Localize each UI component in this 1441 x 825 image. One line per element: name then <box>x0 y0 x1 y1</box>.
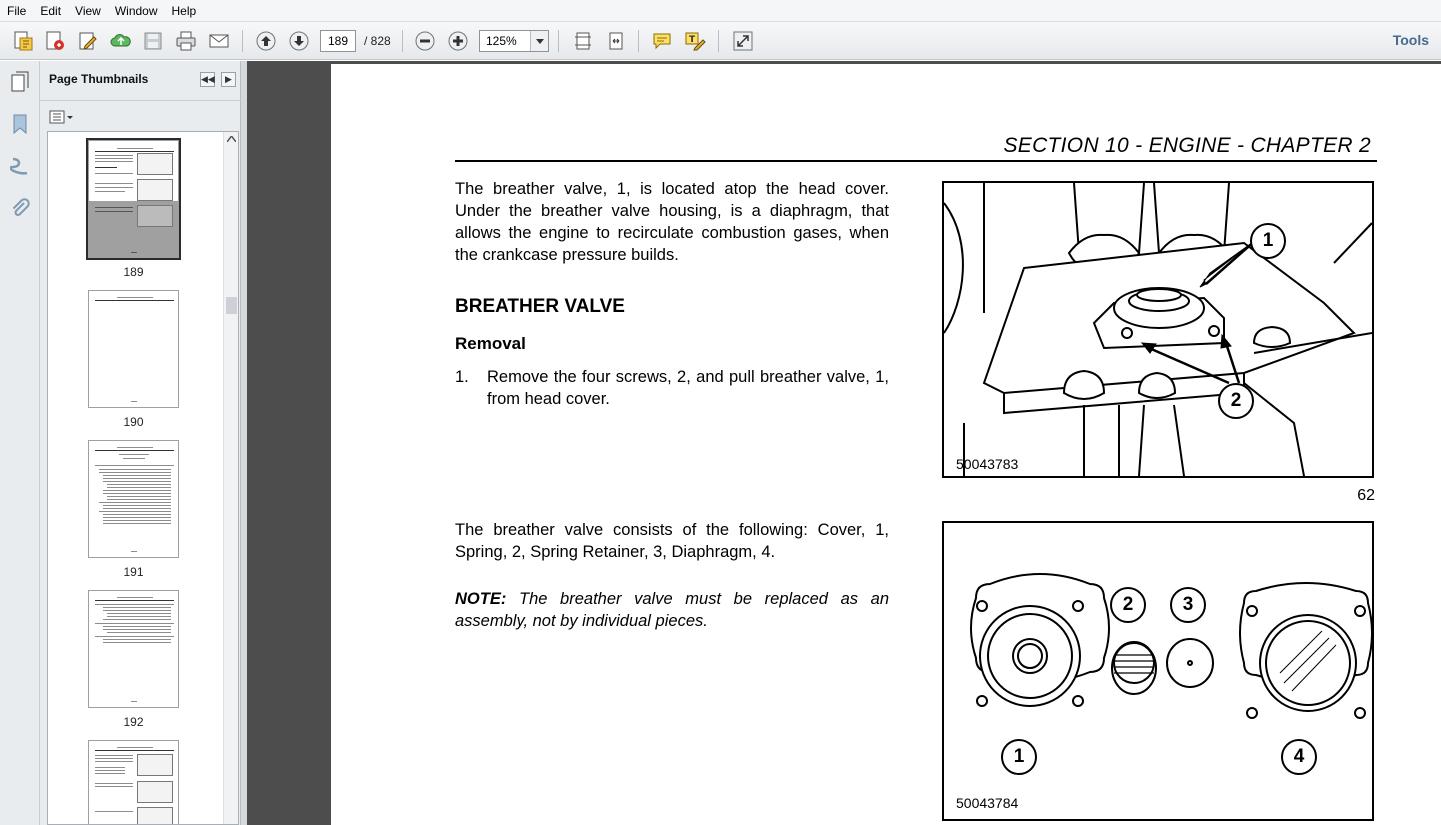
thumbnail-page-193[interactable] <box>88 740 179 824</box>
panel-header: Page Thumbnails ◀◀ ▶ <box>40 61 241 101</box>
fullscreen-icon[interactable] <box>730 28 756 54</box>
page-thumbnails-panel: Page Thumbnails ◀◀ ▶ 189 <box>40 61 241 825</box>
create-pdf-icon[interactable] <box>10 28 36 54</box>
page-down-icon[interactable] <box>286 28 312 54</box>
section-title: BREATHER VALVE <box>455 296 625 317</box>
note: NOTE: The breather valve must be replace… <box>455 588 889 632</box>
panel-title: Page Thumbnails <box>49 72 149 86</box>
paragraph-intro: The breather valve, 1, is located atop t… <box>455 180 889 264</box>
subsection-title: Removal <box>455 334 526 353</box>
create-pdf-red-icon[interactable] <box>42 28 68 54</box>
thumbnail-label: 192 <box>123 715 144 729</box>
highlight-icon[interactable]: T <box>682 28 708 54</box>
toolbar-separator <box>638 30 639 52</box>
menu-window[interactable]: Window <box>114 3 158 18</box>
callout-1: 1 <box>1001 739 1037 775</box>
thumbnail-label: 189 <box>123 265 144 279</box>
zoom-out-icon[interactable] <box>412 28 438 54</box>
figure-number: 62 <box>1357 487 1375 504</box>
pdf-page: SECTION 10 - ENGINE - CHAPTER 2 The brea… <box>331 64 1441 825</box>
step-number: 1. <box>455 368 469 386</box>
callout-4: 4 <box>1281 739 1317 775</box>
signatures-icon[interactable] <box>7 153 33 179</box>
tools-link[interactable]: Tools <box>1392 32 1429 48</box>
zoom-value: 125% <box>486 34 517 48</box>
thumbnail-label: 190 <box>123 415 144 429</box>
bookmark-icon[interactable] <box>7 111 33 137</box>
fit-width-icon[interactable] <box>603 28 629 54</box>
heading-rule <box>455 160 1377 162</box>
figure-breather-valve-installed: 1 2 50043783 <box>942 181 1374 478</box>
callout-3: 3 <box>1170 587 1206 623</box>
upload-cloud-icon[interactable] <box>108 28 134 54</box>
attachment-icon[interactable] <box>7 195 33 221</box>
document-viewport[interactable]: SECTION 10 - ENGINE - CHAPTER 2 The brea… <box>247 61 1441 825</box>
chevron-down-icon[interactable] <box>530 31 548 51</box>
scroll-up-icon[interactable] <box>227 136 236 142</box>
save-icon[interactable] <box>140 28 166 54</box>
page-number-input[interactable]: 189 <box>320 30 356 52</box>
comment-icon[interactable] <box>649 28 675 54</box>
toolbar-separator <box>242 30 243 52</box>
zoom-select[interactable]: 125% <box>479 30 549 52</box>
thumbnail-page-192[interactable] <box>88 590 179 708</box>
toolbar-separator <box>402 30 403 52</box>
components-illustration <box>970 572 1372 719</box>
step-text: Remove the four screws, 2, and pull brea… <box>487 368 889 408</box>
figure-code: 50043784 <box>956 795 1019 811</box>
panel-splitter[interactable] <box>241 61 247 825</box>
email-icon[interactable] <box>206 28 232 54</box>
toolbar-separator <box>718 30 719 52</box>
thumbnail-options-button[interactable] <box>49 109 75 125</box>
thumbnail-label: 191 <box>123 565 144 579</box>
print-icon[interactable] <box>173 28 199 54</box>
thumbnail-page-189[interactable] <box>86 138 181 260</box>
thumbnail-list[interactable]: 189 190 <box>47 131 239 825</box>
page-total: / 828 <box>364 34 391 48</box>
menu-edit[interactable]: Edit <box>40 3 62 18</box>
page-thumbnails-icon[interactable] <box>7 69 33 95</box>
collapse-panel-icon[interactable]: ◀◀ <box>200 72 215 87</box>
menu-file[interactable]: File <box>7 3 27 18</box>
engine-head-illustration <box>944 183 1372 476</box>
note-text: The breather valve must be replaced as a… <box>455 590 889 630</box>
panel-menu-icon[interactable]: ▶ <box>221 72 236 87</box>
callout-1: 1 <box>1250 223 1286 259</box>
figure-breather-valve-components: 2 3 1 4 50043784 <box>942 521 1374 821</box>
page-up-icon[interactable] <box>253 28 279 54</box>
figure-code: 50043783 <box>956 456 1019 472</box>
note-label: NOTE: <box>455 590 507 608</box>
fit-page-icon[interactable] <box>570 28 596 54</box>
page-heading: SECTION 10 - ENGINE - CHAPTER 2 <box>1003 134 1371 157</box>
svg-text:T: T <box>689 35 696 45</box>
menu-help[interactable]: Help <box>171 3 197 18</box>
menu-view[interactable]: View <box>75 3 101 18</box>
zoom-in-icon[interactable] <box>445 28 471 54</box>
thumbnail-page-191[interactable] <box>88 440 179 558</box>
menu-bar: File Edit View Window Help <box>0 0 1441 22</box>
callout-2: 2 <box>1110 587 1146 623</box>
callout-2: 2 <box>1218 383 1254 419</box>
navigation-rail <box>0 61 40 825</box>
toolbar-separator <box>558 30 559 52</box>
toolbar: 189 / 828 125% T Tools <box>0 22 1441 60</box>
thumbnail-page-190[interactable] <box>88 290 179 408</box>
paragraph-components: The breather valve consists of the follo… <box>455 521 889 561</box>
scrollbar-thumb[interactable] <box>226 297 237 314</box>
edit-icon[interactable] <box>75 28 101 54</box>
thumbnail-scrollbar[interactable] <box>223 132 238 824</box>
